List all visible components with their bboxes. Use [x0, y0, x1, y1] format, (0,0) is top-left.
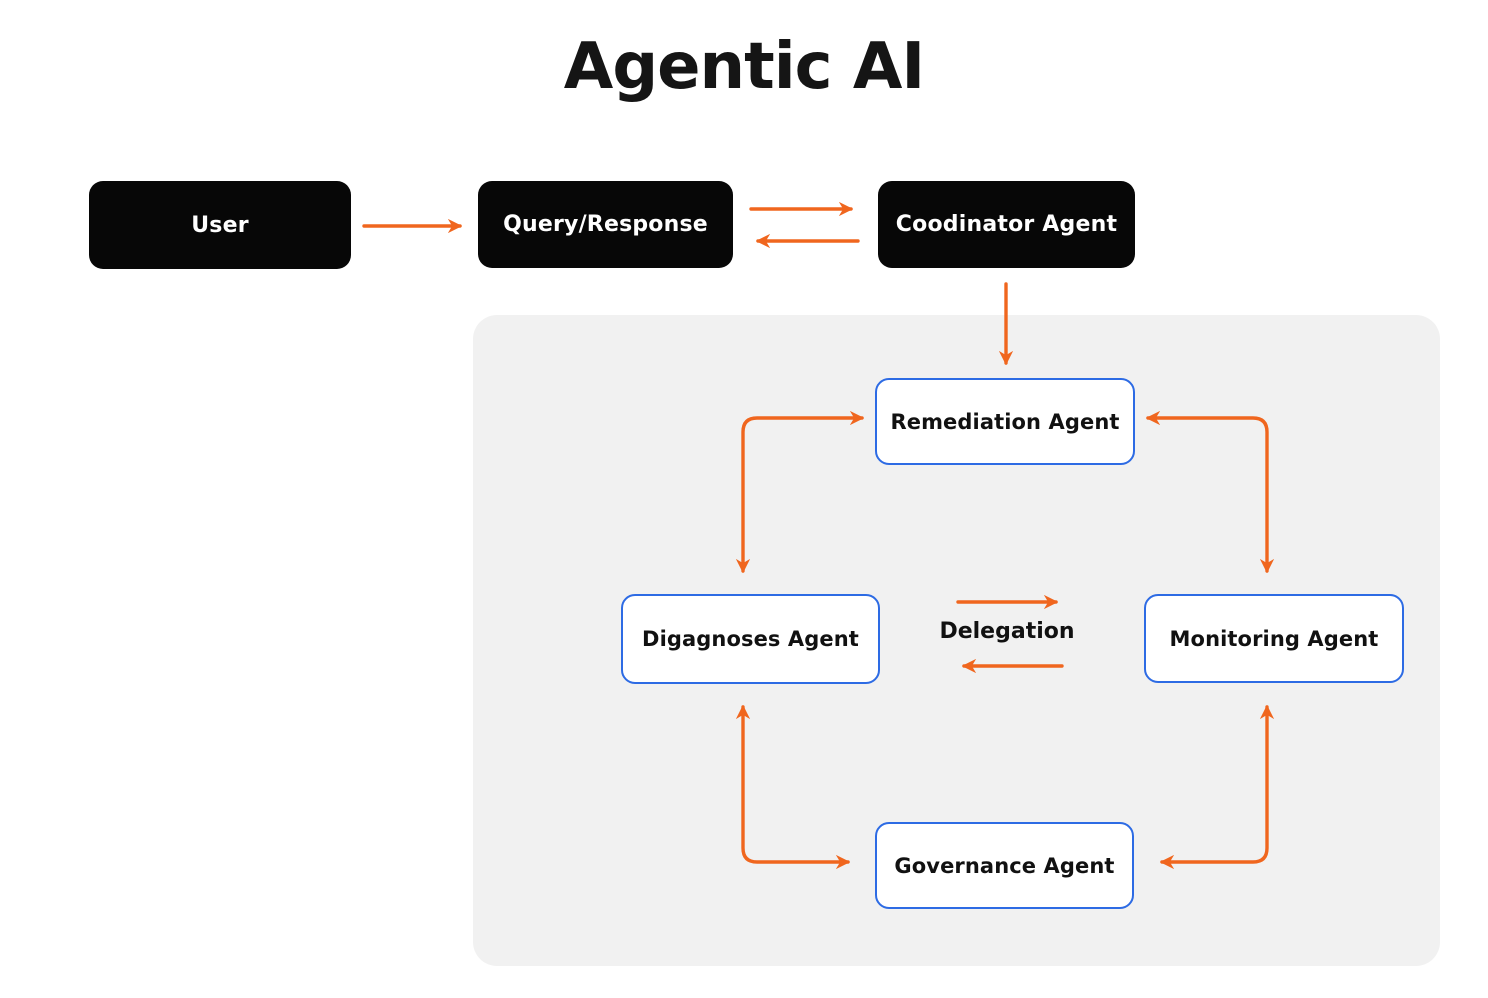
- delegation-label: Delegation: [939, 619, 1075, 644]
- user-node: User: [89, 181, 351, 269]
- page-title: Agentic AI: [563, 30, 925, 104]
- query-response-node: Query/Response: [478, 181, 733, 268]
- diagnoses-agent-node: Digagnoses Agent: [621, 594, 880, 684]
- coordinator-agent-node: Coodinator Agent: [878, 181, 1135, 268]
- remediation-agent-node: Remediation Agent: [875, 378, 1135, 465]
- monitoring-agent-node: Monitoring Agent: [1144, 594, 1404, 683]
- governance-agent-node: Governance Agent: [875, 822, 1134, 909]
